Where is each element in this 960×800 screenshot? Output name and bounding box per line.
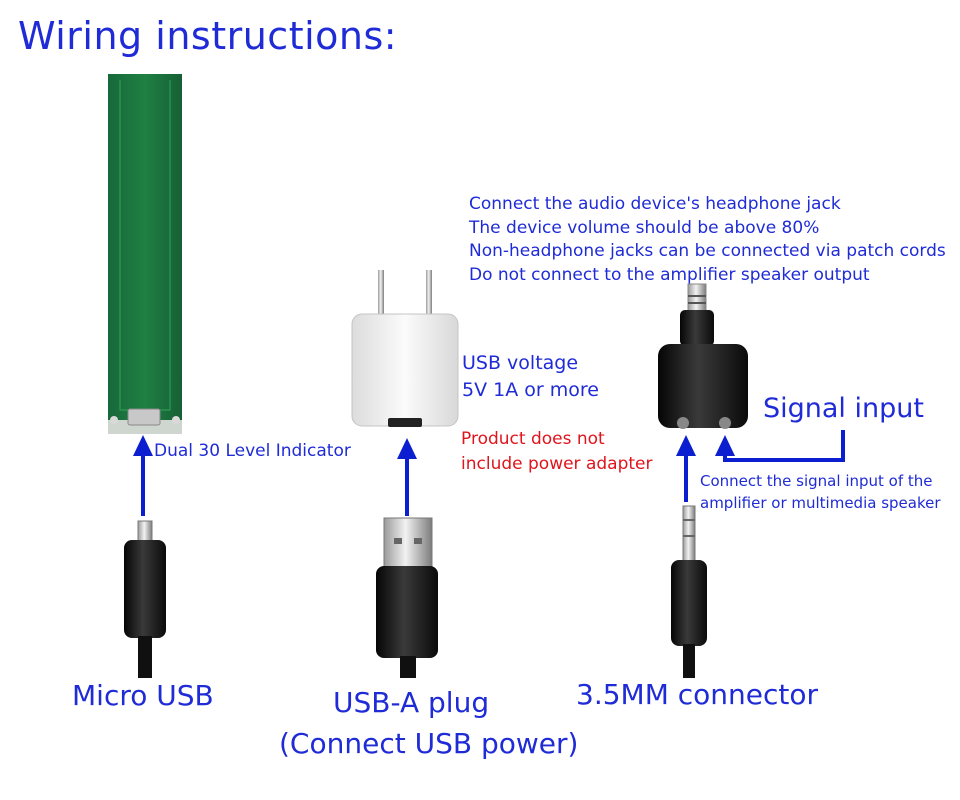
arrow-jack bbox=[676, 435, 696, 502]
adapter-note-line-2: include power adapter bbox=[461, 452, 652, 477]
pcb-board-image bbox=[108, 74, 182, 434]
signal-input-note: Connect the signal input of the amplifie… bbox=[700, 470, 941, 514]
micro-usb-cable-image bbox=[124, 521, 166, 678]
usb-voltage-line-1: USB voltage bbox=[462, 350, 599, 377]
audio-note-4: Do not connect to the amplifier speaker … bbox=[469, 264, 946, 288]
usb-a-plug-image bbox=[376, 518, 438, 678]
usb-a-sublabel: (Connect USB power) bbox=[279, 727, 578, 760]
signal-input-label: Signal input bbox=[763, 393, 924, 424]
signal-input-note-line-2: amplifier or multimedia speaker bbox=[700, 492, 941, 514]
usb-voltage-note: USB voltage 5V 1A or more bbox=[462, 350, 599, 404]
jack-label: 3.5MM connector bbox=[576, 678, 818, 711]
audio-note-1: Connect the audio device's headphone jac… bbox=[469, 193, 946, 217]
arrow-micro-usb bbox=[133, 435, 153, 516]
adapter-note-line-1: Product does not bbox=[461, 427, 652, 452]
adapter-note: Product does not include power adapter bbox=[461, 427, 652, 477]
page-title: Wiring instructions: bbox=[18, 14, 397, 58]
arrow-signal-input bbox=[715, 430, 843, 460]
audio-splitter-image bbox=[658, 284, 748, 429]
arrow-usb-a bbox=[397, 438, 417, 516]
audio-notes: Connect the audio device's headphone jac… bbox=[469, 193, 946, 287]
usb-a-label: USB-A plug bbox=[333, 686, 489, 719]
audio-note-3: Non-headphone jacks can be connected via… bbox=[469, 240, 946, 264]
usb-voltage-line-2: 5V 1A or more bbox=[462, 377, 599, 404]
signal-input-note-line-1: Connect the signal input of the bbox=[700, 470, 941, 492]
audio-note-2: The device volume should be above 80% bbox=[469, 217, 946, 241]
micro-usb-label: Micro USB bbox=[72, 679, 214, 712]
power-adapter-image bbox=[352, 270, 458, 427]
audio-jack-plug-image bbox=[671, 506, 707, 678]
board-label: Dual 30 Level Indicator bbox=[154, 440, 351, 464]
